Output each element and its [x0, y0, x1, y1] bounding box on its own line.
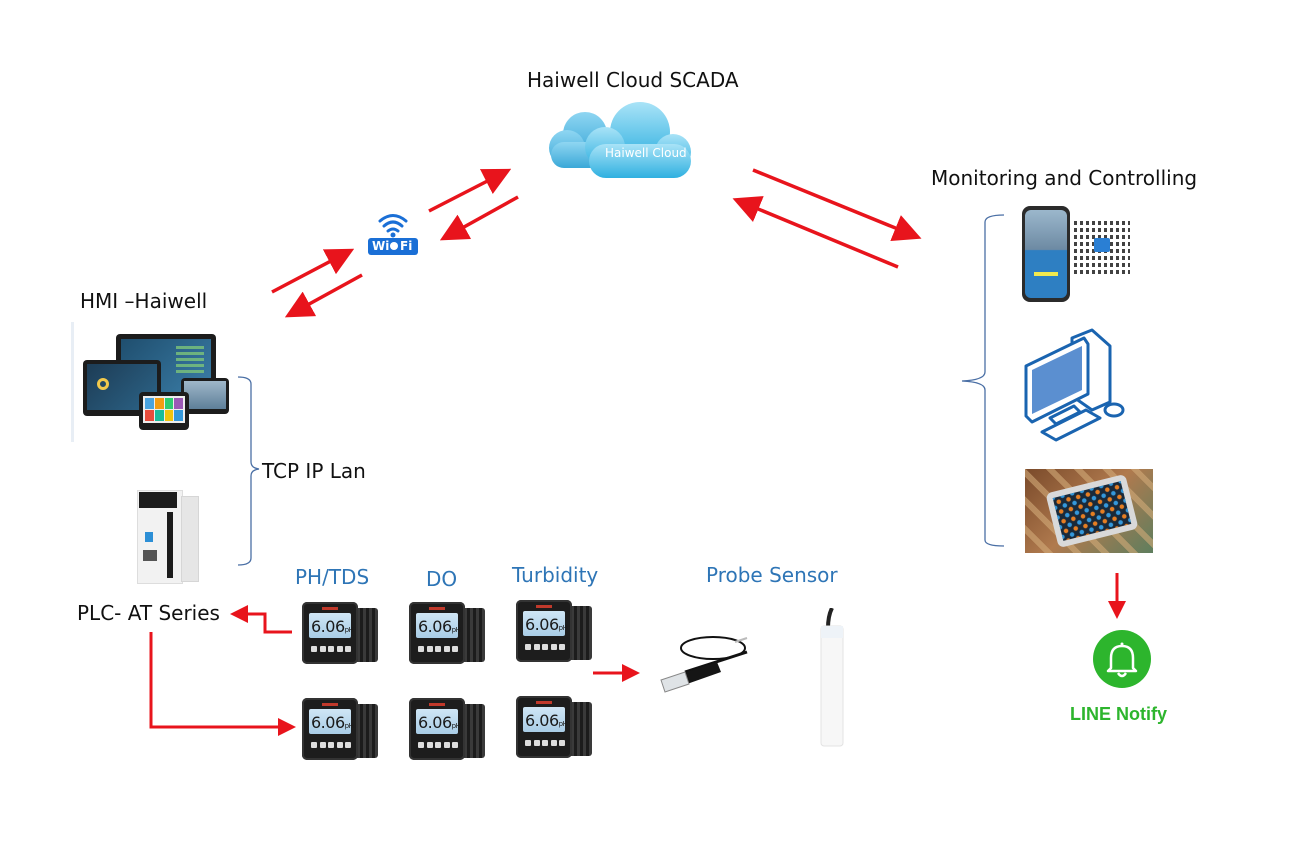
tablet-image — [1025, 469, 1153, 553]
arrow-wifi-to-cloud — [428, 168, 512, 213]
meter-unit: pH — [558, 624, 568, 632]
arrow-wifi-to-hmi — [284, 273, 363, 318]
cloud-inner-label: Haiwell Cloud — [605, 146, 687, 160]
hmi-panels-image — [71, 322, 231, 442]
meter-reading: 6.06pH — [525, 711, 568, 730]
arrow-hmi-to-wifi — [271, 248, 355, 294]
meter-ph-tds-bottom: 6.06pH — [302, 698, 378, 762]
arrow-plc-to-meter — [149, 632, 296, 736]
meter-reading: 6.06pH — [311, 617, 354, 636]
meter-ph-tds-top: 6.06pH — [302, 602, 378, 666]
meter-reading: 6.06pH — [418, 617, 461, 636]
phone-qr-image — [1022, 206, 1134, 306]
arrow-meter-to-plc — [230, 605, 292, 634]
line-notify-label: LINE Notify — [1070, 704, 1167, 724]
bell-icon — [1093, 630, 1151, 688]
probe-sensor-label: Probe Sensor — [706, 563, 838, 587]
wifi-text-wi: Wi — [372, 239, 390, 253]
meter-unit: pH — [451, 626, 461, 634]
arrow-cloud-to-wifi — [439, 195, 519, 241]
cloud-scada-title: Haiwell Cloud SCADA — [527, 68, 739, 92]
monitoring-bracket — [961, 214, 1005, 547]
meter-turbidity-top: 6.06pH — [516, 600, 592, 664]
sensor-label-ph-tds: PH/TDS — [295, 565, 370, 589]
meter-do-top: 6.06pH — [409, 602, 485, 666]
tcp-ip-bracket — [237, 376, 260, 566]
sensor-label-turbidity: Turbidity — [512, 563, 599, 587]
meter-unit: pH — [344, 626, 354, 634]
sensor-label-do: DO — [426, 567, 458, 591]
meter-reading: 6.06pH — [525, 615, 568, 634]
meter-reading: 6.06pH — [418, 713, 461, 732]
meter-unit: pH — [558, 720, 568, 728]
monitoring-label: Monitoring and Controlling — [931, 166, 1198, 190]
probe-tube-image — [820, 608, 844, 747]
arrow-monitoring-to-cloud — [732, 196, 899, 269]
meter-turbidity-bottom: 6.06pH — [516, 696, 592, 760]
wifi-icon: Wi Fi — [366, 210, 420, 256]
meter-unit: pH — [344, 722, 354, 730]
plc-module-image — [137, 490, 199, 585]
hmi-label: HMI –Haiwell — [80, 289, 208, 313]
arrow-cloud-to-monitoring — [752, 168, 922, 242]
desktop-computer-icon — [1024, 328, 1125, 442]
ph-probe-image — [660, 636, 748, 693]
plc-label: PLC- AT Series — [77, 601, 220, 625]
meter-do-bottom: 6.06pH — [409, 698, 485, 762]
cloud-icon — [549, 102, 691, 178]
tcp-ip-label: TCP IP Lan — [262, 459, 366, 483]
meter-unit: pH — [451, 722, 461, 730]
meter-reading: 6.06pH — [311, 713, 354, 732]
wifi-text-fi: Fi — [400, 239, 413, 253]
